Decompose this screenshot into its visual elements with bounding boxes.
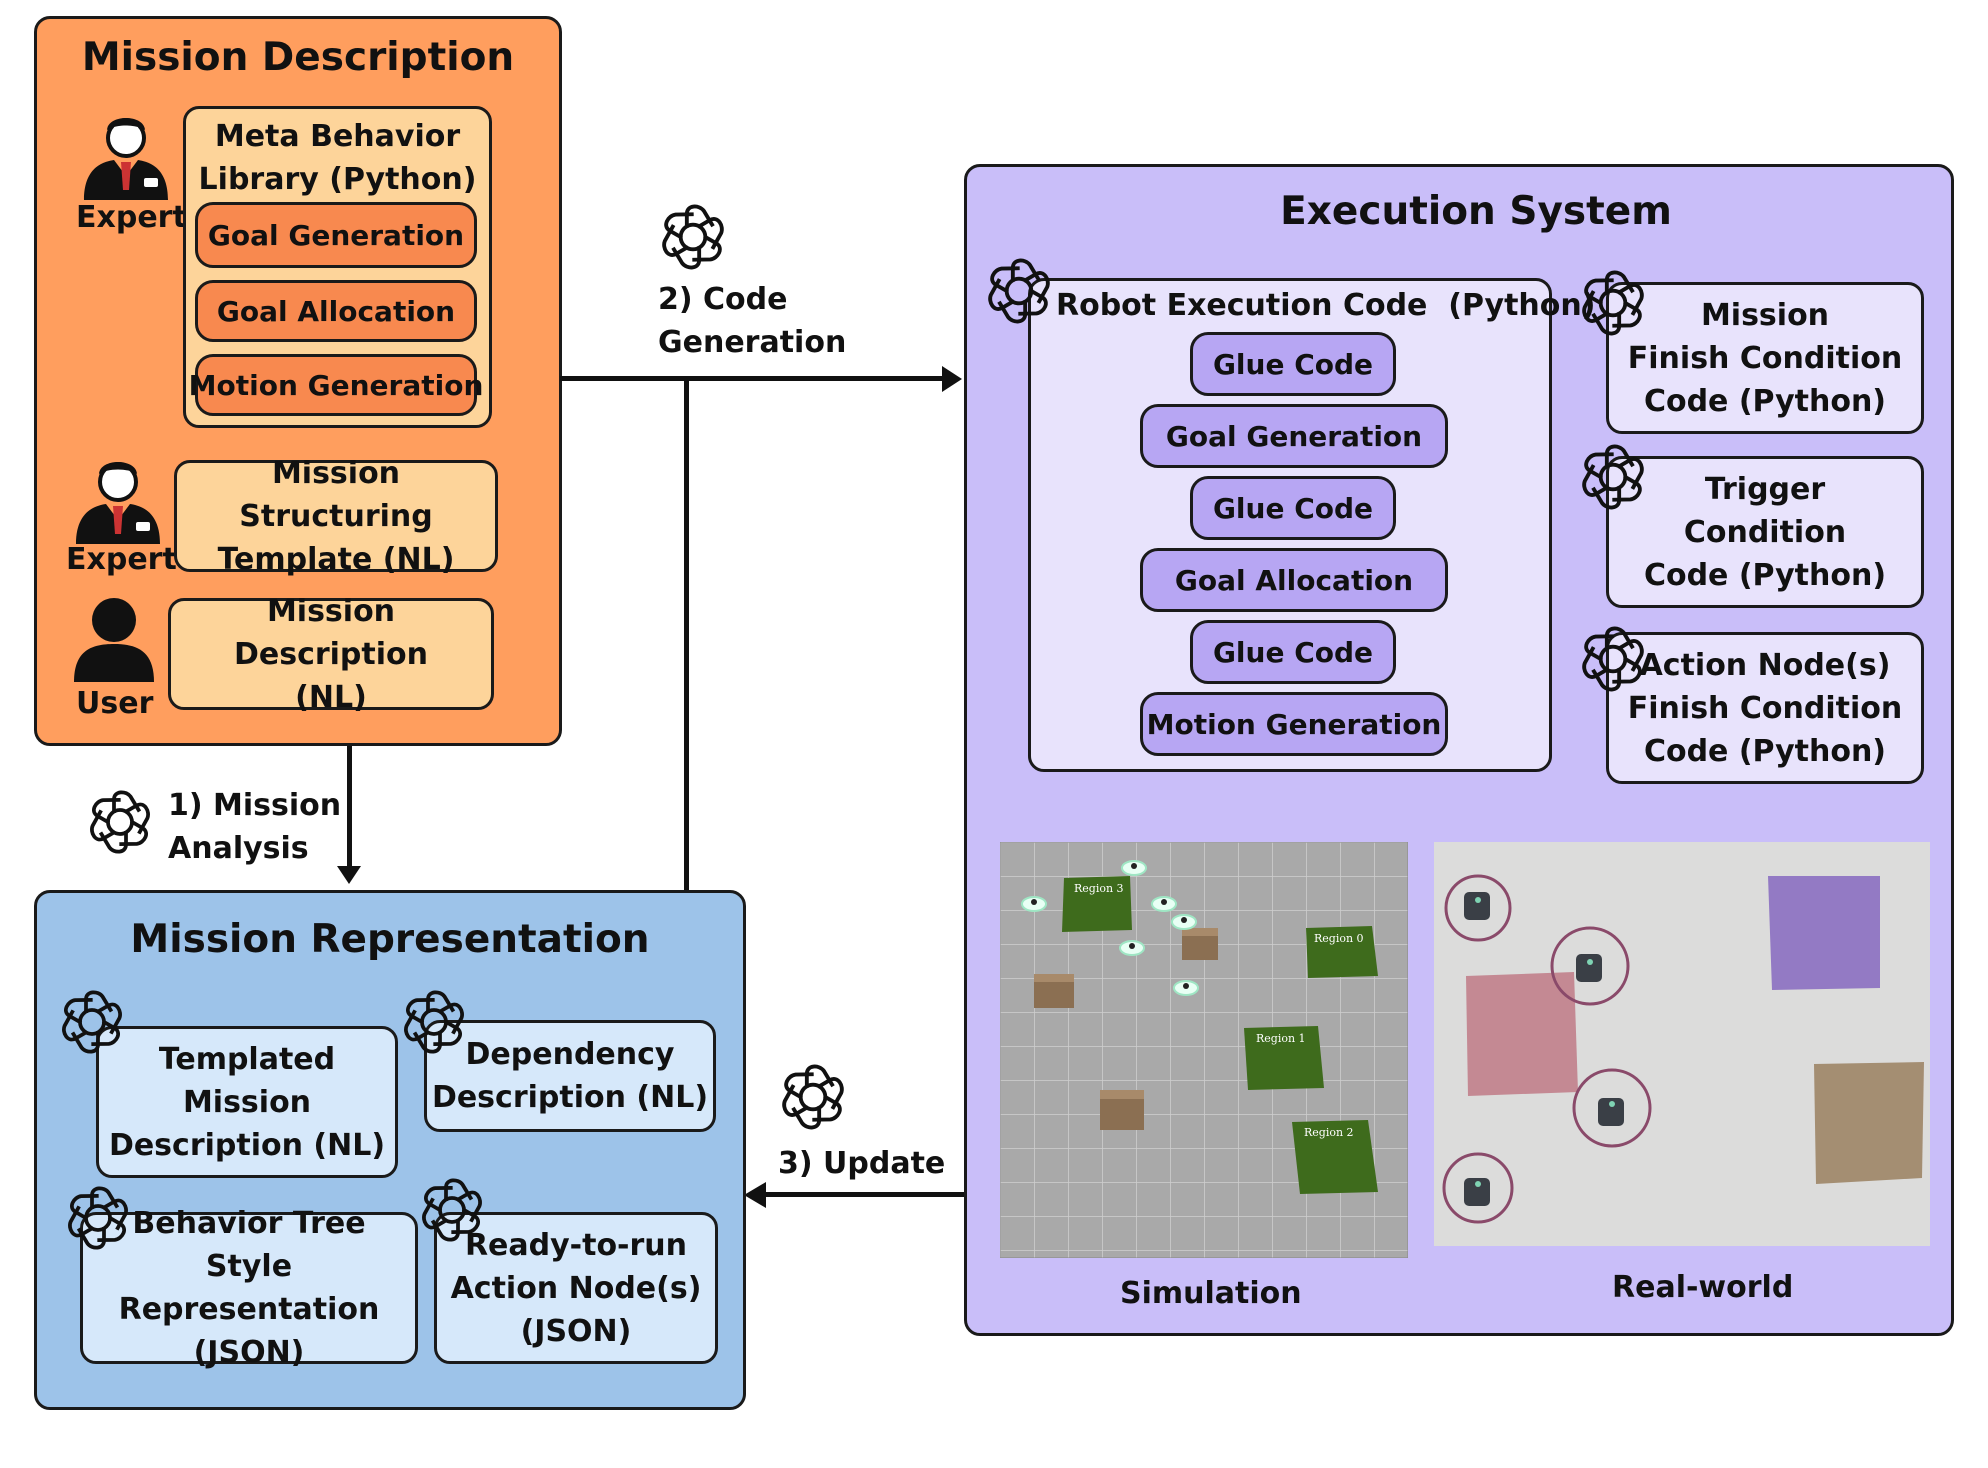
expert-label: Expert xyxy=(76,200,187,235)
goal-allocation-code-block: Goal Allocation xyxy=(1140,548,1448,612)
update-arrowhead xyxy=(744,1182,766,1208)
update-label: 3) Update xyxy=(778,1146,946,1181)
expert-icon xyxy=(74,460,162,546)
openai-icon xyxy=(56,986,128,1058)
user-icon xyxy=(74,598,154,682)
expert-label: Expert xyxy=(66,542,177,577)
code-generation-label: 2) Code Generation xyxy=(658,282,847,360)
sim-region-label: Region 0 xyxy=(1314,932,1364,945)
glue-code-block: Glue Code xyxy=(1190,332,1396,396)
real-world-label: Real-world xyxy=(1612,1270,1794,1305)
sim-region-label: Region 3 xyxy=(1074,882,1124,895)
simulation-label: Simulation xyxy=(1120,1276,1302,1311)
code-generation-arrow-line xyxy=(560,376,944,381)
openai-icon xyxy=(416,1174,488,1246)
robot-execution-code-label: Robot Execution Code (Python) xyxy=(1056,288,1596,323)
ready-to-run-action-nodes: Ready-to-run Action Node(s) (JSON) xyxy=(434,1212,718,1364)
openai-icon xyxy=(398,986,470,1058)
mission-analysis-arrowhead xyxy=(337,866,361,884)
sim-region-label: Region 2 xyxy=(1304,1126,1354,1139)
user-label: User xyxy=(76,686,154,721)
templated-mission-description: Templated Mission Description (NL) xyxy=(96,1026,398,1178)
openai-icon xyxy=(982,254,1056,328)
real-world-image xyxy=(1434,842,1930,1246)
goal-generation-code-block: Goal Generation xyxy=(1140,404,1448,468)
behavior-tree-representation: Behavior Tree Style Representation (JSON… xyxy=(80,1206,418,1370)
openai-icon xyxy=(1576,622,1650,696)
motion-generation-block: Motion Generation xyxy=(189,354,483,416)
meta-behavior-library-label: Meta Behavior Library (Python) xyxy=(198,119,477,197)
goal-allocation-block: Goal Allocation xyxy=(195,280,477,342)
mission-finish-condition: Mission Finish Condition Code (Python) xyxy=(1606,282,1924,434)
trigger-condition: Trigger Condition Code (Python) xyxy=(1606,456,1924,608)
update-arrow-line xyxy=(762,1192,966,1197)
openai-icon xyxy=(656,200,730,274)
mission-description-nl: Mission Description (NL) xyxy=(168,594,494,715)
simulation-image: Region 3 Region 0 Region 1 Region 2 xyxy=(1000,842,1408,1258)
mission-structuring-template: Mission Structuring Template (NL) xyxy=(174,456,498,577)
openai-icon xyxy=(1576,440,1650,514)
openai-icon xyxy=(84,786,156,858)
execution-system-title: Execution System xyxy=(1280,189,1672,234)
motion-generation-code-block: Motion Generation xyxy=(1140,692,1448,756)
mission-representation-title: Mission Representation xyxy=(130,917,650,962)
glue-code-block: Glue Code xyxy=(1190,620,1396,684)
goal-generation-block: Goal Generation xyxy=(195,202,477,268)
action-node-finish-condition: Action Node(s) Finish Condition Code (Py… xyxy=(1606,632,1924,784)
mission-description-title: Mission Description xyxy=(81,35,515,80)
expert-icon xyxy=(82,116,170,202)
glue-code-block: Glue Code xyxy=(1190,476,1396,540)
mission-analysis-label: 1) Mission Analysis xyxy=(168,788,342,866)
representation-to-code-line xyxy=(684,376,689,892)
sim-region-label: Region 1 xyxy=(1256,1032,1306,1045)
code-generation-arrowhead xyxy=(942,366,962,392)
dependency-description: Dependency Description (NL) xyxy=(424,1020,716,1132)
openai-icon xyxy=(62,1182,134,1254)
openai-icon xyxy=(1576,266,1650,340)
mission-analysis-arrow-line xyxy=(347,746,352,870)
openai-icon xyxy=(776,1060,850,1134)
